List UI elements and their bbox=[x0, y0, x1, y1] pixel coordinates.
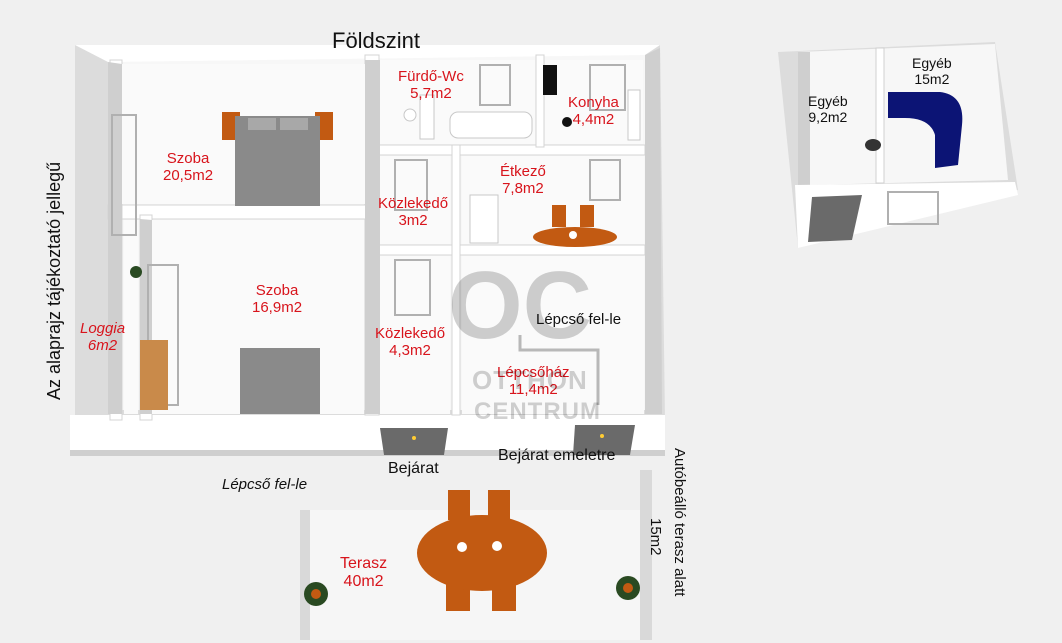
outbuilding bbox=[778, 42, 1018, 248]
loggia-chair bbox=[140, 340, 168, 410]
entrance-upstairs-label: Bejárat emeletre bbox=[498, 447, 616, 464]
carport-area-label: 15m2 bbox=[647, 518, 664, 556]
staircase-railing bbox=[518, 335, 600, 405]
watermark-line-1: OTTHON bbox=[472, 365, 588, 395]
page-title: Földszint bbox=[332, 28, 421, 53]
svg-text:OC: OC bbox=[448, 252, 592, 359]
front-doors bbox=[380, 425, 635, 455]
windows bbox=[111, 64, 626, 406]
terrace-table-set bbox=[417, 490, 547, 611]
watermark-logo: OC bbox=[448, 252, 592, 359]
dining-set bbox=[469, 194, 617, 247]
bed-second bbox=[240, 348, 320, 414]
sofa bbox=[865, 92, 963, 168]
disclaimer-text: Az alaprajz tájékoztató jellegű bbox=[44, 161, 64, 400]
stairs-inside-label: Lépcső fel-le bbox=[536, 311, 622, 328]
carport-label: Autóbeálló terasz alatt bbox=[671, 448, 688, 597]
entrance-label: Bejárat bbox=[388, 460, 439, 477]
stairs-outside-label: Lépcső fel-le bbox=[222, 476, 308, 493]
kitchen-fixtures bbox=[543, 65, 641, 141]
watermark-line-2: CENTRUM bbox=[474, 398, 601, 425]
bed-large bbox=[222, 112, 333, 206]
plants bbox=[130, 266, 640, 606]
bathroom-fixtures bbox=[403, 94, 533, 140]
